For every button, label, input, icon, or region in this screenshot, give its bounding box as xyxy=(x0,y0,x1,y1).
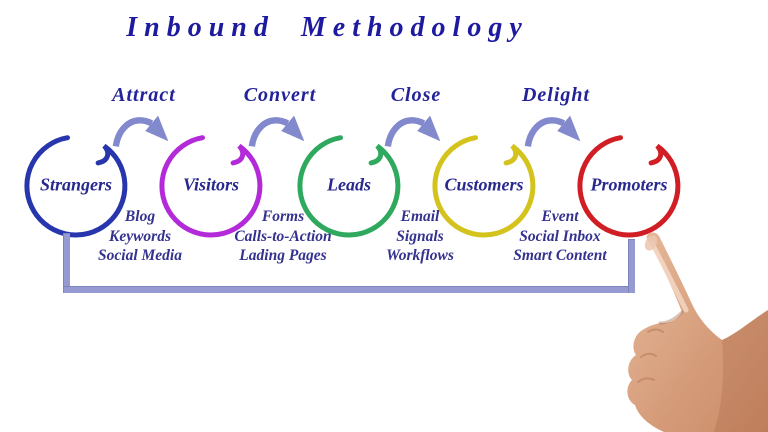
pointing-hand xyxy=(627,232,768,432)
tactic-item: Email xyxy=(400,208,440,225)
tactics-delight: Event Social Inbox Smart Content xyxy=(480,207,640,266)
transition-convert: Convert xyxy=(205,84,355,152)
knuckle-crease-2 xyxy=(640,352,657,358)
curved-arrow-icon xyxy=(248,115,305,147)
transition-label: Delight xyxy=(521,84,591,106)
circle-ring-icon xyxy=(24,135,128,238)
loop-line-left xyxy=(63,233,70,291)
tactic-item: Social Media xyxy=(98,247,182,264)
tactic-item: Lading Pages xyxy=(239,247,327,264)
tactic-item: Signals xyxy=(396,227,444,245)
transition-label: Attract xyxy=(112,84,176,106)
stage-strangers: Strangers xyxy=(21,131,131,241)
stage-customers: Customers xyxy=(429,131,539,241)
tactic-item: Social Inbox xyxy=(519,227,601,245)
tactics-attract: Blog Keywords Social Media xyxy=(60,207,220,266)
loop-line-bottom xyxy=(63,286,635,293)
stage-label: Strangers xyxy=(39,174,113,195)
finger-highlight xyxy=(649,241,689,313)
hand-shading xyxy=(714,310,768,432)
curved-arrow-icon xyxy=(524,115,581,147)
transition-close: Close xyxy=(341,84,491,152)
stage-label: Leads xyxy=(327,174,371,195)
loop-line-right xyxy=(628,239,635,293)
circle-ring-icon xyxy=(432,135,536,238)
knuckle-crease-1 xyxy=(647,328,664,333)
stage-leads: Leads xyxy=(294,131,404,241)
tactic-item: Keywords xyxy=(109,227,171,245)
finger-base-shadow xyxy=(658,310,684,325)
tactic-item: Calls-to-Action xyxy=(234,227,332,245)
tactics-close: Email Signals Workflows xyxy=(340,207,500,266)
stage-label: Customers xyxy=(444,174,524,195)
tactic-item: Smart Content xyxy=(513,247,607,264)
tactic-item: Forms xyxy=(261,208,305,225)
transition-label: Close xyxy=(390,84,442,106)
transition-attract: Attract xyxy=(69,84,219,152)
tactic-item: Workflows xyxy=(386,247,454,264)
circle-ring-icon xyxy=(297,135,401,238)
fingernail xyxy=(644,235,658,251)
circle-ring-icon xyxy=(159,135,263,238)
tactic-item: Event xyxy=(541,208,579,225)
knuckle-crease-3 xyxy=(637,377,655,383)
stage-promoters: Promoters xyxy=(574,131,684,241)
curved-arrow-icon xyxy=(112,115,169,147)
stage-label: Visitors xyxy=(182,174,240,195)
transition-label: Convert xyxy=(243,84,317,106)
page-title: Inbound Methodology xyxy=(126,12,529,43)
curved-arrow-icon xyxy=(384,115,441,147)
tactics-convert: Forms Calls-to-Action Lading Pages xyxy=(203,207,363,266)
tactic-item: Blog xyxy=(124,208,156,225)
stage-label: Promoters xyxy=(590,174,668,195)
transition-delight: Delight xyxy=(481,84,631,152)
hand-silhouette xyxy=(627,232,768,432)
stage-visitors: Visitors xyxy=(156,131,266,241)
circle-ring-icon xyxy=(577,135,681,238)
